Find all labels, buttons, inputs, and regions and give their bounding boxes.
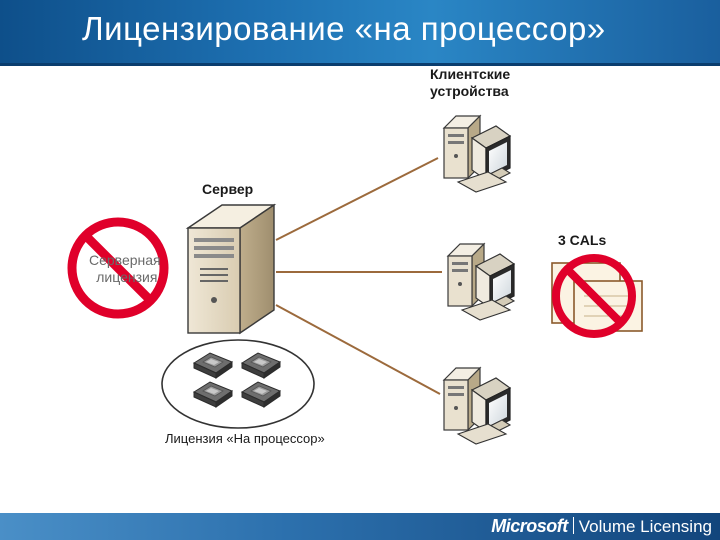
processor-license-label: Лицензия «На процессор» bbox=[165, 431, 325, 446]
slide-header: Лицензирование «на процессор» bbox=[0, 0, 720, 66]
cals-label: 3 CALs bbox=[558, 232, 607, 248]
brand-separator bbox=[572, 517, 574, 534]
server-license-line2: лицензия bbox=[96, 269, 158, 285]
brand-logo: Microsoft Volume Licensing bbox=[491, 516, 712, 537]
server-license-label: Серверная лицензия bbox=[89, 252, 161, 286]
connector-top bbox=[275, 157, 439, 241]
prohibition-icon bbox=[552, 254, 636, 338]
server-license-line1: Серверная bbox=[89, 252, 161, 268]
desktop-computer-icon bbox=[443, 115, 511, 193]
processor-license-group bbox=[161, 339, 315, 429]
volume-licensing-text: Volume Licensing bbox=[578, 517, 712, 536]
slide-footer: Microsoft Volume Licensing bbox=[0, 513, 720, 540]
slide-title: Лицензирование «на процессор» bbox=[82, 10, 606, 47]
microsoft-wordmark: Microsoft bbox=[491, 516, 568, 536]
header-divider bbox=[0, 63, 720, 66]
clients-label-line1: Клиентские bbox=[430, 66, 511, 82]
desktop-computer-icon bbox=[447, 243, 515, 321]
server-label: Сервер bbox=[202, 181, 254, 197]
prohibition-icon bbox=[67, 217, 169, 319]
connector-bottom bbox=[275, 304, 441, 395]
server-icon bbox=[185, 203, 277, 335]
clients-label-line2: устройства bbox=[430, 83, 509, 99]
desktop-computer-icon bbox=[443, 367, 511, 445]
clients-label: Клиентские устройства bbox=[430, 66, 510, 100]
